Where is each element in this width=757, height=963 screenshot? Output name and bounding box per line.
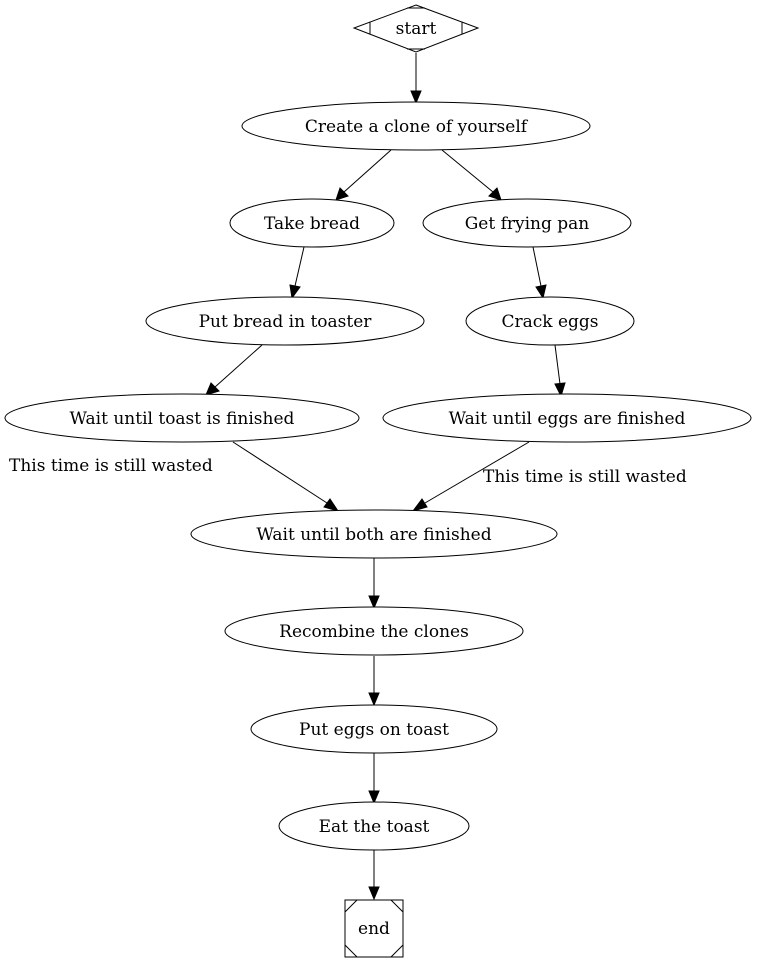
edge-wait-toast-to-wait-both [232,441,340,512]
node-recombine-clones[interactable]: Recombine the clones [224,606,524,656]
edge-wait-both-to-recombine [368,558,380,610]
edge-put-bread-to-wait-toast [205,344,263,396]
node-wait-both-label: Wait until both are finished [256,525,491,545]
edge-crack-eggs-to-wait-eggs [554,344,566,398]
edge-eat-to-end [368,850,380,901]
edge-label-toast-wasted: This time is still wasted [9,456,213,476]
node-eat-the-toast[interactable]: Eat the toast [278,801,470,851]
edge-get-pan-to-crack-eggs [532,246,547,300]
edge-recombine-to-put-eggs [368,656,380,707]
node-end[interactable]: end [344,899,404,958]
node-wait-toast-label: Wait until toast is finished [70,409,295,429]
edge-start-to-clone [410,53,422,105]
node-start-label: start [396,19,437,39]
edges [205,53,566,901]
node-wait-eggs[interactable]: Wait until eggs are finished [382,393,752,443]
node-wait-toast[interactable]: Wait until toast is finished [4,393,360,443]
node-wait-both[interactable]: Wait until both are finished [190,509,558,559]
node-put-bread-in-toaster-label: Put bread in toaster [199,312,373,332]
node-create-clone-label: Create a clone of yourself [305,117,529,137]
node-recombine-clones-label: Recombine the clones [279,622,469,642]
edge-label-eggs-wasted: This time is still wasted [483,467,687,487]
node-wait-eggs-label: Wait until eggs are finished [449,409,686,429]
node-get-frying-pan-label: Get frying pan [465,214,590,234]
node-start[interactable]: start [352,4,480,53]
node-create-clone[interactable]: Create a clone of yourself [241,101,591,151]
node-get-frying-pan[interactable]: Get frying pan [422,198,632,248]
node-crack-eggs-label: Crack eggs [501,312,598,332]
node-end-label: end [358,919,390,939]
node-crack-eggs[interactable]: Crack eggs [465,296,635,346]
node-put-eggs-on-toast[interactable]: Put eggs on toast [250,704,498,754]
edge-put-eggs-to-eat [368,753,380,805]
edge-take-bread-to-put-bread [289,246,305,300]
node-take-bread-label: Take bread [264,214,360,234]
node-put-eggs-on-toast-label: Put eggs on toast [299,720,449,740]
node-put-bread-in-toaster[interactable]: Put bread in toaster [145,296,425,346]
node-eat-the-toast-label: Eat the toast [319,817,430,837]
edge-wait-eggs-to-wait-both [411,441,530,512]
node-take-bread[interactable]: Take bread [229,198,395,248]
edge-clone-to-get-pan [441,149,502,201]
edge-clone-to-take-bread [335,149,392,201]
